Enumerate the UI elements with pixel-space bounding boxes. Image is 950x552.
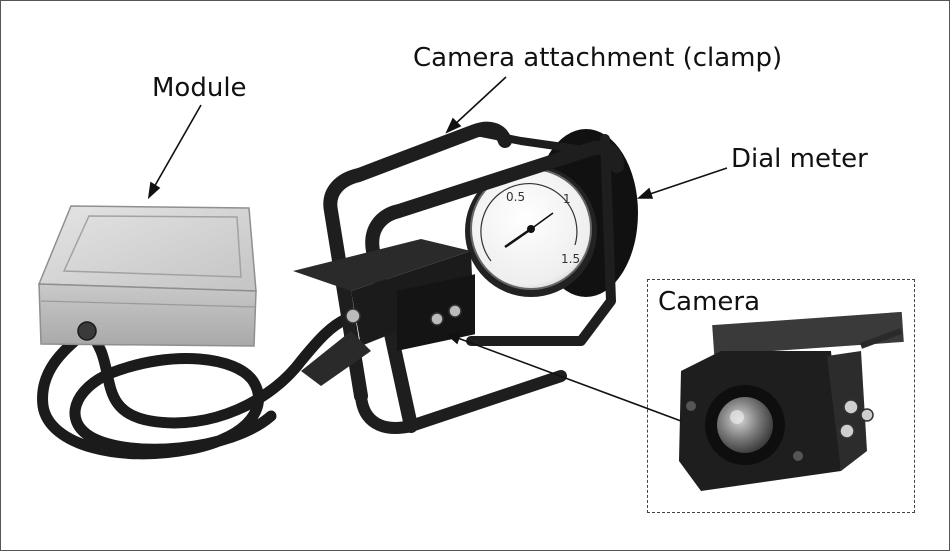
cable bbox=[37, 313, 352, 460]
cable-connector bbox=[77, 321, 97, 341]
camera-inset-image bbox=[679, 311, 904, 491]
module-box bbox=[37, 205, 257, 347]
camera-bracket bbox=[293, 239, 475, 386]
camera-inset bbox=[647, 279, 915, 513]
dial-tick-label: 0.5 bbox=[506, 190, 525, 204]
arrow-clamp bbox=[445, 76, 507, 134]
arrow-module bbox=[147, 104, 202, 200]
dial-meter-label: Dial meter bbox=[731, 144, 868, 174]
clamp-label: Camera attachment (clamp) bbox=[413, 43, 783, 73]
dial-needle bbox=[504, 227, 532, 249]
camera-label: Camera bbox=[658, 287, 761, 317]
dial-tick-label: 1 bbox=[563, 192, 571, 206]
callout-arrows bbox=[147, 76, 728, 422]
module-label: Module bbox=[152, 73, 247, 103]
arrow-dial-meter bbox=[636, 167, 728, 199]
arrow-camera bbox=[444, 333, 682, 422]
clamp-frame bbox=[323, 121, 624, 434]
dial-tick-label: 1.5 bbox=[561, 252, 580, 266]
